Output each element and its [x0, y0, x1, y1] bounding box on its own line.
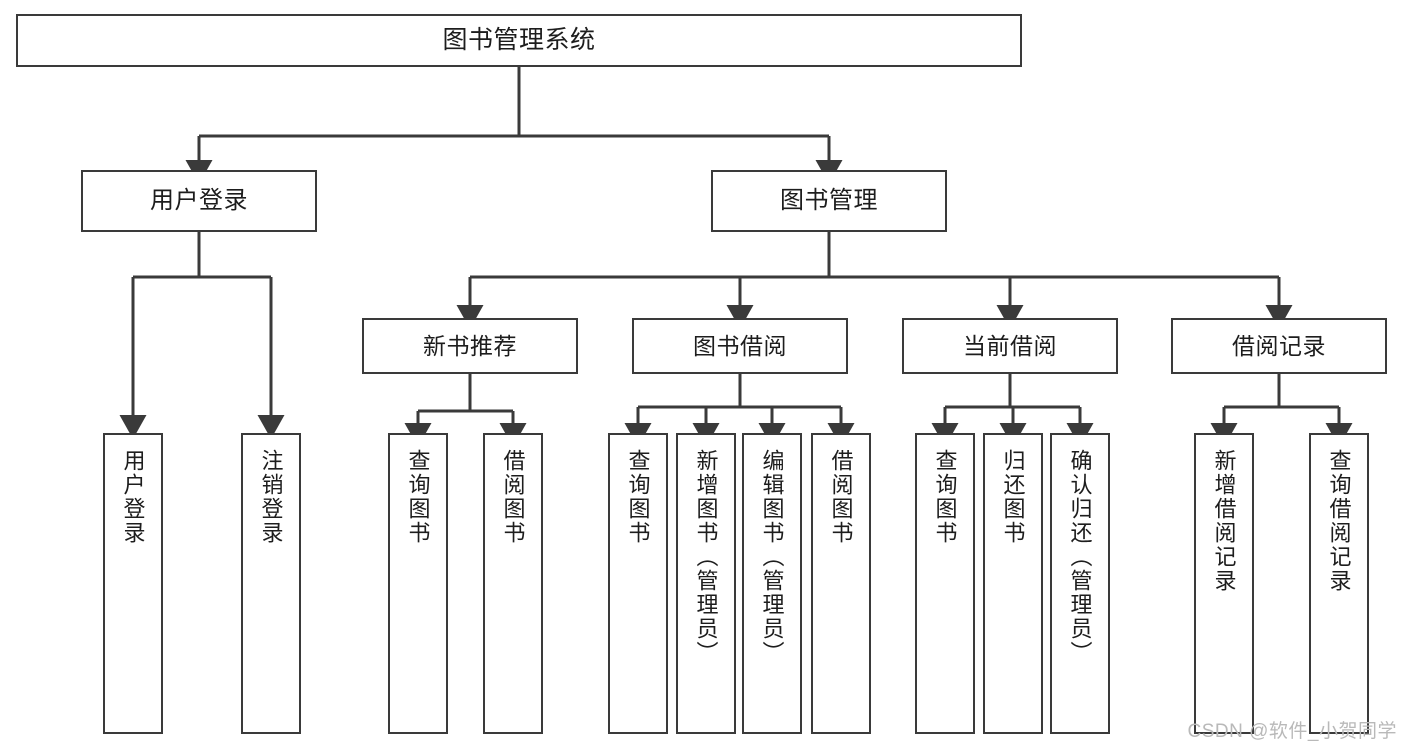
watermark: CSDN @软件_小贺同学: [1187, 721, 1397, 742]
leaf-edit-book-admin[interactable]: 编辑图书（管理员）: [742, 433, 802, 734]
leaf-label: 编辑图书（管理员）: [759, 449, 785, 665]
leaf-add-book-admin[interactable]: 新增图书（管理员）: [676, 433, 736, 734]
leaf-label: 注销登录: [258, 449, 284, 545]
leaf-label: 查询图书: [405, 449, 431, 545]
leaf-label: 查询借阅记录: [1326, 449, 1352, 593]
node-label: 图书管理: [780, 187, 878, 215]
node-user-login[interactable]: 用户登录: [81, 170, 317, 232]
leaf-query-book-borrow[interactable]: 查询图书: [608, 433, 668, 734]
leaf-confirm-return-admin[interactable]: 确认归还（管理员）: [1050, 433, 1110, 734]
leaf-query-book-recommend[interactable]: 查询图书: [388, 433, 448, 734]
node-book-borrow[interactable]: 图书借阅: [632, 318, 848, 374]
leaf-label: 借阅图书: [828, 449, 854, 545]
leaf-label: 新增借阅记录: [1211, 449, 1237, 593]
node-label: 图书管理系统: [442, 26, 596, 55]
leaf-logout[interactable]: 注销登录: [241, 433, 301, 734]
leaf-user-login[interactable]: 用户登录: [103, 433, 163, 734]
leaf-borrow-book[interactable]: 借阅图书: [811, 433, 871, 734]
node-root-system[interactable]: 图书管理系统: [16, 14, 1022, 67]
node-label: 用户登录: [150, 187, 248, 215]
leaf-borrow-book-recommend[interactable]: 借阅图书: [483, 433, 543, 734]
leaf-return-book[interactable]: 归还图书: [983, 433, 1043, 734]
leaf-label: 借阅图书: [500, 449, 526, 545]
leaf-label: 用户登录: [120, 449, 146, 545]
leaf-label: 查询图书: [932, 449, 958, 545]
leaf-label: 查询图书: [625, 449, 651, 545]
leaf-query-borrow-record[interactable]: 查询借阅记录: [1309, 433, 1369, 734]
node-book-management[interactable]: 图书管理: [711, 170, 947, 232]
node-label: 图书借阅: [693, 332, 787, 359]
node-label: 新书推荐: [423, 332, 517, 359]
leaf-label: 归还图书: [1000, 449, 1026, 545]
leaf-query-book-current[interactable]: 查询图书: [915, 433, 975, 734]
leaf-add-borrow-record[interactable]: 新增借阅记录: [1194, 433, 1254, 734]
node-borrow-record[interactable]: 借阅记录: [1171, 318, 1387, 374]
node-label: 借阅记录: [1232, 332, 1326, 359]
node-label: 当前借阅: [963, 332, 1057, 359]
leaf-label: 新增图书（管理员）: [693, 449, 719, 665]
node-new-book-recommend[interactable]: 新书推荐: [362, 318, 578, 374]
leaf-label: 确认归还（管理员）: [1067, 449, 1093, 665]
node-current-borrow[interactable]: 当前借阅: [902, 318, 1118, 374]
